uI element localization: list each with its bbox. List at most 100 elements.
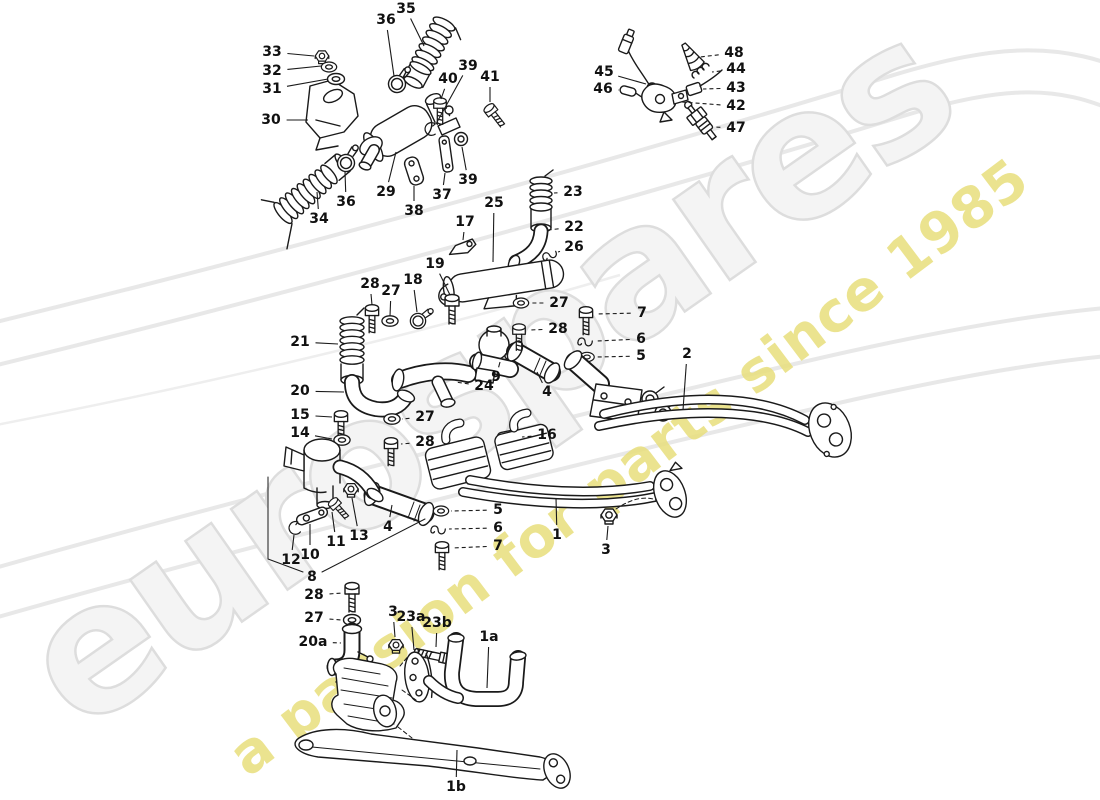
leader-line-27 — [389, 300, 392, 317]
callout-45[interactable]: 45 — [594, 64, 613, 80]
callout-16[interactable]: 16 — [537, 427, 556, 443]
callout-19[interactable]: 19 — [425, 256, 444, 272]
callout-36[interactable]: 36 — [376, 12, 395, 28]
callout-5[interactable]: 5 — [636, 348, 646, 364]
leader-line-27 — [401, 417, 410, 420]
leader-line-21 — [315, 342, 339, 345]
leader-line-17 — [462, 231, 465, 241]
leader-line-1a — [486, 646, 490, 689]
callout-2[interactable]: 2 — [682, 346, 692, 362]
callout-12[interactable]: 12 — [281, 552, 300, 568]
callout-8[interactable]: 8 — [307, 569, 317, 585]
callout-27[interactable]: 27 — [415, 409, 434, 425]
callout-29[interactable]: 29 — [376, 184, 395, 200]
callout-42[interactable]: 42 — [726, 98, 745, 114]
callout-17[interactable]: 17 — [455, 214, 474, 230]
callout-20[interactable]: 20 — [290, 383, 310, 399]
callout-4[interactable]: 4 — [383, 519, 393, 535]
leader-line-39 — [461, 146, 467, 171]
callout-23a[interactable]: 23a — [397, 609, 426, 625]
leader-line-9 — [498, 361, 501, 368]
callout-27[interactable]: 27 — [549, 295, 568, 311]
leader-line-4 — [389, 504, 393, 518]
callout-7[interactable]: 7 — [637, 305, 647, 321]
callout-33[interactable]: 33 — [262, 44, 281, 60]
callout-10[interactable]: 10 — [300, 547, 320, 563]
callout-26[interactable]: 26 — [564, 239, 583, 255]
callout-39[interactable]: 39 — [458, 58, 477, 74]
leader-line-28 — [528, 328, 543, 331]
leader-line-3 — [606, 525, 609, 541]
leader-line-18 — [413, 289, 418, 313]
leader-line-45 — [618, 75, 647, 85]
callout-48[interactable]: 48 — [724, 45, 743, 61]
callout-34[interactable]: 34 — [309, 211, 329, 227]
callout-28[interactable]: 28 — [360, 276, 379, 292]
callout-37[interactable]: 37 — [432, 187, 451, 203]
leader-line-28 — [400, 442, 410, 445]
callout-6[interactable]: 6 — [493, 520, 503, 536]
part-drawings — [260, 16, 853, 789]
leader-line-37 — [442, 172, 446, 186]
callout-22[interactable]: 22 — [564, 219, 583, 235]
callout-3[interactable]: 3 — [388, 604, 398, 620]
callout-1[interactable]: 1 — [552, 527, 562, 543]
leader-line-44 — [711, 70, 721, 73]
callout-6[interactable]: 6 — [636, 331, 646, 347]
callout-27[interactable]: 27 — [304, 610, 323, 626]
callout-31[interactable]: 31 — [262, 81, 281, 97]
leader-line-34 — [316, 191, 319, 210]
callout-40[interactable]: 40 — [438, 71, 458, 87]
leader-line-28 — [370, 293, 373, 306]
callout-1a[interactable]: 1a — [479, 629, 498, 645]
leader-line-3 — [393, 621, 396, 638]
callout-23[interactable]: 23 — [563, 184, 582, 200]
callout-46[interactable]: 46 — [593, 81, 612, 97]
callout-47[interactable]: 47 — [726, 120, 745, 136]
callout-35[interactable]: 35 — [396, 1, 415, 17]
callout-36[interactable]: 36 — [336, 194, 355, 210]
callout-44[interactable]: 44 — [726, 61, 746, 77]
leader-line-1b — [455, 749, 458, 778]
callout-13[interactable]: 13 — [349, 528, 368, 544]
callout-41[interactable]: 41 — [480, 69, 499, 85]
callout-39[interactable]: 39 — [458, 172, 477, 188]
callout-7[interactable]: 7 — [493, 538, 503, 554]
callout-30[interactable]: 30 — [261, 112, 281, 128]
leader-line-14 — [314, 435, 333, 440]
callout-18[interactable]: 18 — [403, 272, 422, 288]
leader-line-32 — [287, 65, 322, 70]
callout-1b[interactable]: 1b — [446, 779, 466, 795]
callout-25[interactable]: 25 — [484, 195, 503, 211]
callout-5[interactable]: 5 — [493, 502, 503, 518]
callout-28[interactable]: 28 — [304, 587, 323, 603]
leader-line-35 — [410, 18, 425, 47]
callout-43[interactable]: 43 — [726, 80, 745, 96]
callout-4[interactable]: 4 — [542, 384, 552, 400]
callout-28[interactable]: 28 — [415, 434, 434, 450]
callout-11[interactable]: 11 — [326, 534, 345, 550]
exhaust-pipe-1-drawing — [363, 408, 688, 571]
callout-23b[interactable]: 23b — [422, 615, 452, 631]
callout-14[interactable]: 14 — [290, 425, 310, 441]
leader-line-23a — [411, 626, 415, 651]
callout-21[interactable]: 21 — [290, 334, 309, 350]
callout-20a[interactable]: 20a — [299, 634, 328, 650]
callout-27[interactable]: 27 — [381, 283, 400, 299]
heater-hose-34-drawing — [260, 143, 366, 250]
leader-line-7 — [595, 312, 631, 315]
leader-line-39 — [435, 75, 464, 125]
leader-line-24 — [454, 381, 469, 385]
callout-9[interactable]: 9 — [491, 369, 501, 385]
callout-28[interactable]: 28 — [548, 321, 567, 337]
callout-3[interactable]: 3 — [601, 542, 611, 558]
callout-24[interactable]: 24 — [474, 378, 494, 394]
leader-line-4 — [536, 371, 543, 384]
callout-32[interactable]: 32 — [262, 63, 281, 79]
leader-line-6 — [448, 527, 487, 530]
callout-15[interactable]: 15 — [290, 407, 309, 423]
exhaust-pipe-2-drawing — [563, 350, 853, 458]
callout-38[interactable]: 38 — [404, 203, 423, 219]
